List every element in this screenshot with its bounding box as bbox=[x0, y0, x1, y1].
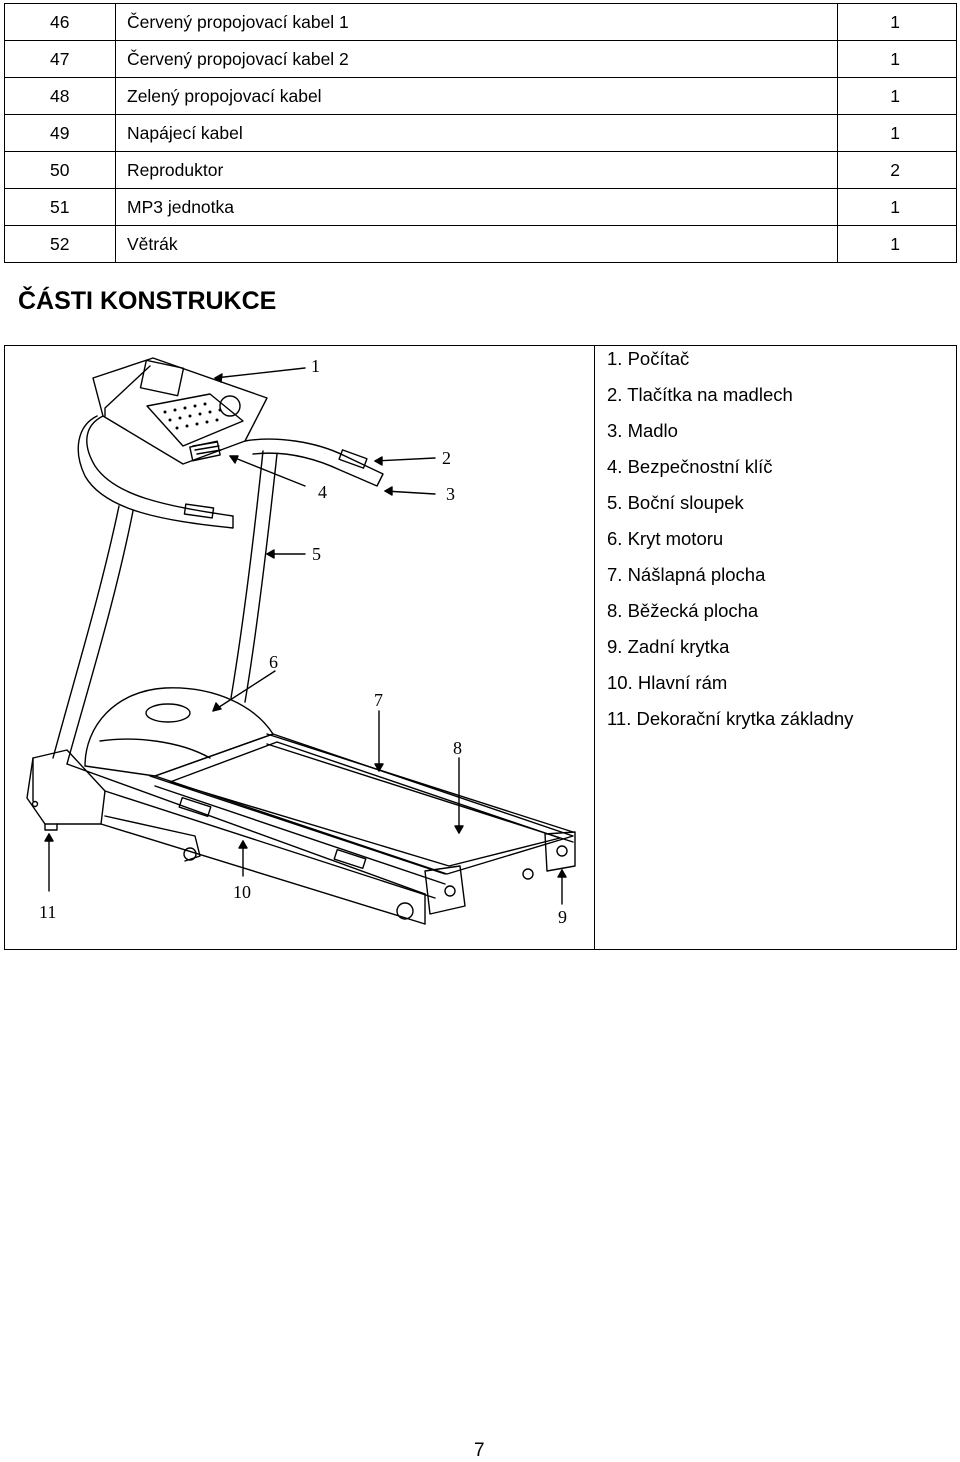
callout-11: 11 bbox=[39, 902, 56, 922]
callout-3: 3 bbox=[446, 484, 455, 504]
callout-7: 7 bbox=[374, 690, 383, 710]
legend-item: 5. Boční sloupek bbox=[607, 492, 744, 513]
part-number: 52 bbox=[4, 225, 116, 263]
legend-item: 1. Počítač bbox=[607, 348, 690, 369]
part-name: Červený propojovací kabel 1 bbox=[115, 3, 838, 41]
callout-6: 6 bbox=[269, 652, 278, 672]
legend-item: 4. Bezpečnostní klíč bbox=[607, 456, 773, 477]
callout-9: 9 bbox=[558, 907, 567, 927]
part-name: MP3 jednotka bbox=[115, 188, 838, 226]
callout-2: 2 bbox=[442, 448, 451, 468]
part-quantity: 2 bbox=[837, 151, 957, 189]
legend-item: 7. Nášlapná plocha bbox=[607, 564, 766, 585]
legend-item: 11. Dekorační krytka základny bbox=[607, 708, 854, 729]
part-quantity: 1 bbox=[837, 225, 957, 263]
callout-5: 5 bbox=[312, 544, 321, 564]
legend-item: 9. Zadní krytka bbox=[607, 636, 730, 657]
part-number: 50 bbox=[4, 151, 116, 189]
callout-4: 4 bbox=[318, 482, 327, 502]
callout-1: 1 bbox=[311, 356, 320, 376]
table-row: 52 Větrák 1 bbox=[4, 225, 957, 263]
part-quantity: 1 bbox=[837, 77, 957, 115]
part-number: 46 bbox=[4, 3, 116, 41]
table-row: 47 Červený propojovací kabel 2 1 bbox=[4, 40, 957, 78]
construction-figure: 1 2 3 4 5 6 7 8 9 10 11 1. Počítač 2. Tl… bbox=[4, 345, 957, 950]
legend-item: 10. Hlavní rám bbox=[607, 672, 728, 693]
legend-item: 6. Kryt motoru bbox=[607, 528, 724, 549]
part-quantity: 1 bbox=[837, 3, 957, 41]
part-number: 47 bbox=[4, 40, 116, 78]
legend-item: 2. Tlačítka na madlech bbox=[607, 384, 793, 405]
treadmill-drawing: 1 2 3 4 5 6 7 8 9 10 11 bbox=[26, 356, 576, 927]
part-number: 48 bbox=[4, 77, 116, 115]
table-row: 46 Červený propojovací kabel 1 1 bbox=[4, 3, 957, 41]
legend-item: 3. Madlo bbox=[607, 420, 678, 441]
part-name: Větrák bbox=[115, 225, 838, 263]
part-name: Zelený propojovací kabel bbox=[115, 77, 838, 115]
table-row: 48 Zelený propojovací kabel 1 bbox=[4, 77, 957, 115]
parts-table: 46 Červený propojovací kabel 1 1 47 Červ… bbox=[4, 3, 957, 263]
part-quantity: 1 bbox=[837, 114, 957, 152]
callout-10: 10 bbox=[233, 882, 251, 902]
legend-item: 8. Běžecká plocha bbox=[607, 600, 759, 621]
table-row: 51 MP3 jednotka 1 bbox=[4, 188, 957, 226]
section-title: ČÁSTI KONSTRUKCE bbox=[18, 287, 277, 315]
part-name: Červený propojovací kabel 2 bbox=[115, 40, 838, 78]
part-quantity: 1 bbox=[837, 188, 957, 226]
parts-legend: 1. Počítač 2. Tlačítka na madlech 3. Mad… bbox=[607, 346, 853, 742]
part-number: 51 bbox=[4, 188, 116, 226]
table-row: 50 Reproduktor 2 bbox=[4, 151, 957, 189]
table-row: 49 Napájecí kabel 1 bbox=[4, 114, 957, 152]
part-name: Reproduktor bbox=[115, 151, 838, 189]
part-quantity: 1 bbox=[837, 40, 957, 78]
page-number: 7 bbox=[474, 1440, 485, 1461]
part-number: 49 bbox=[4, 114, 116, 152]
callout-8: 8 bbox=[453, 738, 462, 758]
part-name: Napájecí kabel bbox=[115, 114, 838, 152]
figure-divider bbox=[594, 346, 595, 949]
